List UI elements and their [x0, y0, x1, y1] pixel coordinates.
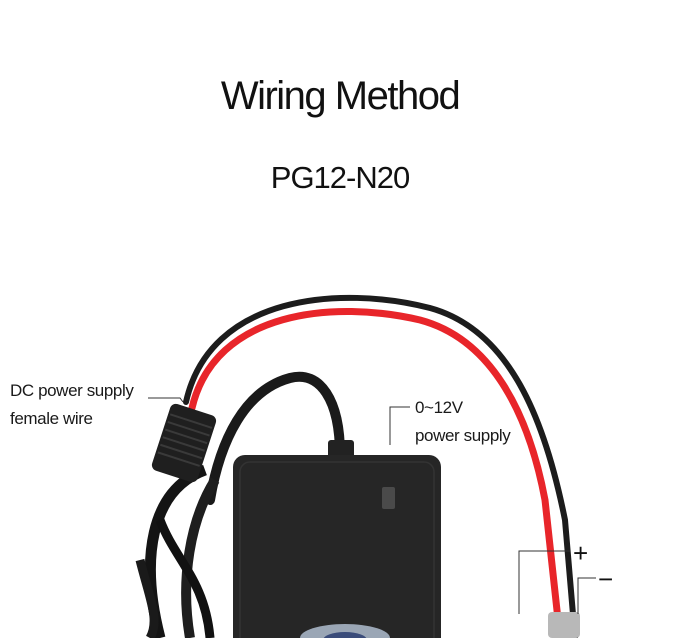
dc-plug [151, 403, 217, 483]
dc-label-line2: female wire [10, 409, 93, 428]
motor [300, 624, 390, 638]
adapter-cable [205, 371, 345, 505]
coiled-cable-2 [181, 477, 220, 638]
coiled-cable-3 [155, 518, 215, 638]
dc-label-line1: DC power supply [10, 381, 134, 400]
dc-plug-label: DC power supply female wire [10, 377, 134, 433]
model-number: PG12-N20 [270, 160, 410, 195]
page-title: Wiring Method [220, 74, 461, 118]
adapter-body [233, 455, 441, 638]
psu-leader-line [389, 406, 410, 445]
dc-leader-line [148, 397, 184, 403]
negative-sign: − [598, 564, 614, 594]
positive-sign: + [573, 538, 589, 568]
motor-terminal [548, 612, 580, 638]
plus-bracket [518, 550, 570, 614]
psu-label-line2: power supply [415, 426, 511, 445]
adapter-led [382, 487, 395, 509]
power-supply-label: 0~12V power supply [415, 394, 511, 450]
minus-bracket [577, 577, 596, 614]
coiled-cable-4 [135, 558, 159, 638]
black-wire [183, 294, 578, 638]
red-wire [188, 308, 564, 638]
psu-label-line1: 0~12V [415, 398, 463, 417]
